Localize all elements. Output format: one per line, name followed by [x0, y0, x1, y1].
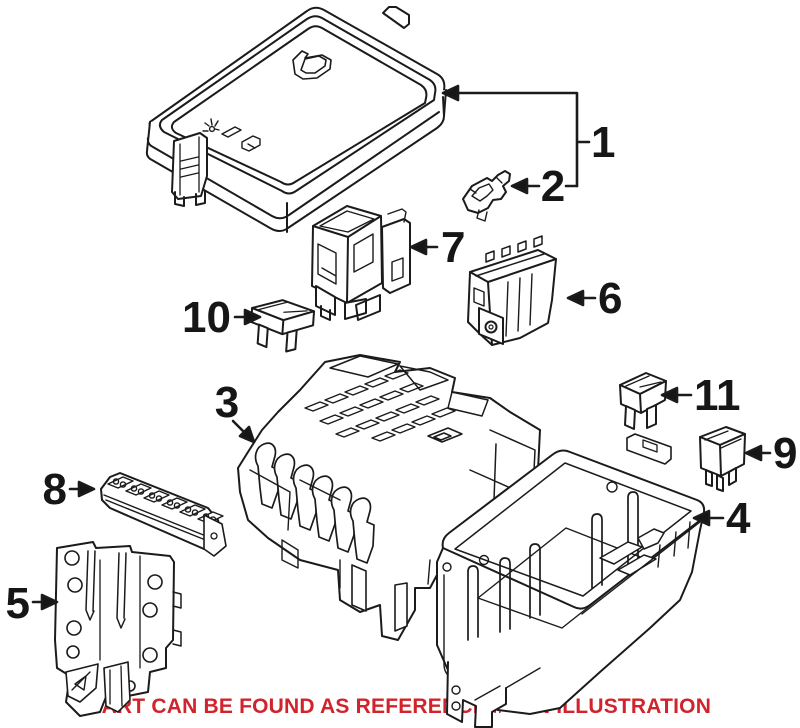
- callout-3-label: 3: [215, 378, 239, 427]
- callout-4-label: 4: [726, 494, 751, 543]
- part-mounting-bracket: [54, 541, 182, 717]
- part-retaining-clip: [462, 170, 511, 222]
- arrowhead-icon: [660, 386, 679, 404]
- arrowhead-icon: [77, 480, 96, 498]
- leader-11: [660, 386, 693, 404]
- leader-lines: [31, 84, 772, 611]
- callout-2-label: 2: [541, 162, 565, 211]
- callout-9-label: 9: [773, 429, 797, 478]
- callout-6-label: 6: [598, 274, 622, 323]
- cover-rear-tab: [382, 6, 410, 29]
- leader-3: [231, 419, 256, 444]
- cover-latch: [171, 132, 208, 207]
- arrowhead-icon: [692, 509, 711, 527]
- arrowhead-icon: [243, 308, 262, 326]
- arrowhead-icon: [566, 289, 585, 307]
- callout-8-label: 8: [43, 465, 67, 514]
- part-control-module: [467, 235, 557, 346]
- leader-6: [566, 289, 597, 307]
- arrowhead-icon: [744, 444, 763, 462]
- caution-spark-icon: [202, 118, 220, 133]
- leader-9: [744, 444, 772, 462]
- leader-1: [441, 84, 591, 188]
- part-relay-carrier: [311, 205, 411, 321]
- part-lower-housing: [436, 433, 706, 728]
- fuse-puller-icon: [292, 50, 332, 80]
- part-fuse-11: [619, 372, 667, 430]
- part-fuse-10: [250, 299, 316, 353]
- leader-5: [31, 593, 59, 611]
- arrowhead-icon: [510, 177, 529, 195]
- callout-7-label: 7: [441, 223, 465, 272]
- leader-7: [409, 238, 439, 256]
- leader-10: [233, 308, 262, 326]
- arrowhead-icon: [40, 593, 59, 611]
- leader-2: [510, 177, 579, 195]
- part-terminal-strip: [100, 472, 227, 557]
- leader-4: [692, 509, 725, 527]
- callout-1-label: 1: [591, 118, 615, 167]
- callout-5-label: 5: [6, 579, 30, 628]
- fuse-icon: [221, 126, 261, 152]
- callout-10-label: 10: [182, 293, 231, 342]
- arrowhead-icon: [441, 84, 460, 102]
- arrowhead-icon: [238, 425, 256, 444]
- arrowhead-icon: [409, 238, 428, 256]
- part-fuse-box-cover: [145, 6, 447, 233]
- leader-8: [68, 480, 96, 498]
- callout-11-label: 11: [694, 371, 741, 420]
- part-relay-9: [699, 426, 746, 492]
